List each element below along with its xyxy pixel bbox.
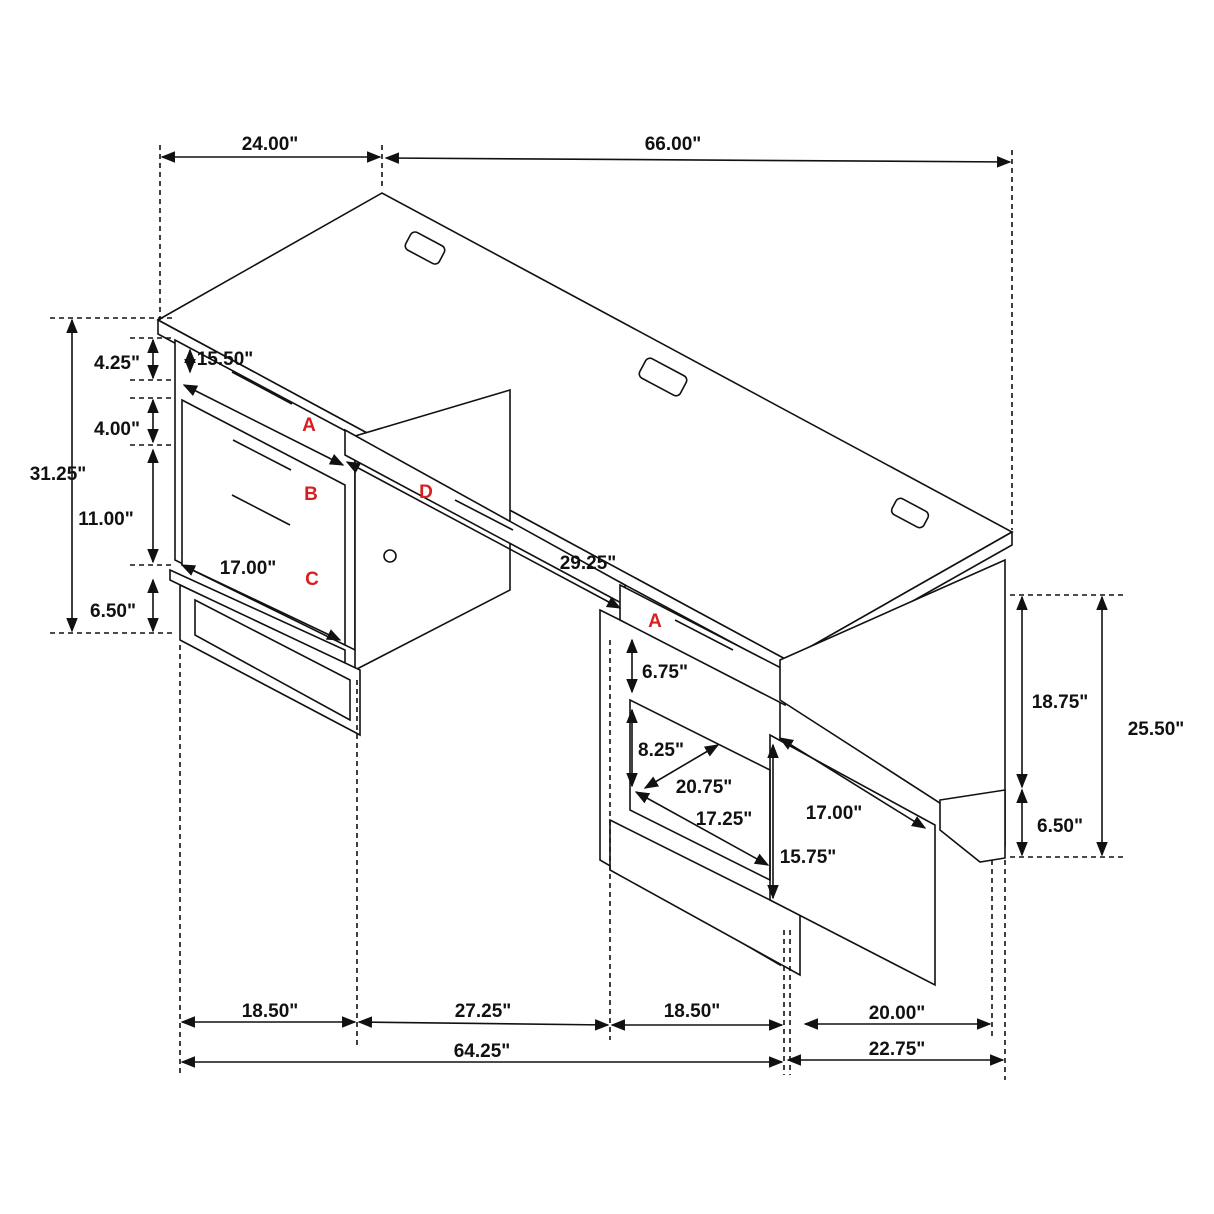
dim-drawer-d-width: 29.25" xyxy=(560,553,617,574)
cable-grommet xyxy=(404,231,446,265)
right-return-base xyxy=(939,789,1006,863)
dim-top-drawer-height: 4.25" xyxy=(94,353,140,374)
dim-shelf-width: 20.75" xyxy=(676,777,733,798)
drawer-labels: A B D C A xyxy=(302,415,662,632)
dim-overall-height: 31.25" xyxy=(30,464,87,485)
cable-grommet xyxy=(890,497,930,529)
drawer-label-a-right: A xyxy=(648,611,662,632)
dim-right-base-height: 6.50" xyxy=(1037,816,1083,837)
dim-top-drawer-depth: 15.50" xyxy=(197,349,254,370)
drawer-label-b: B xyxy=(304,484,318,505)
dim-shelf-depth: 17.25" xyxy=(696,809,753,830)
dim-overall-return-depth: 22.75" xyxy=(869,1039,926,1060)
dim-return-depth: 20.00" xyxy=(869,1003,926,1024)
cable-grommet xyxy=(638,357,688,397)
dim-door-width: 17.00" xyxy=(806,803,863,824)
dim-left-base-height: 6.50" xyxy=(90,601,136,622)
dim-kneehole-width: 27.25" xyxy=(455,1001,512,1022)
dimension-labels: 24.00" 66.00" 31.25" 4.25" 15.50" 4.00" … xyxy=(30,134,1185,1062)
dim-top-width: 66.00" xyxy=(645,134,702,155)
dim-drawer-c-height: 11.00" xyxy=(78,509,134,530)
dim-door-height: 15.75" xyxy=(780,847,837,868)
dim-right-cabinet-height: 18.75" xyxy=(1032,692,1089,713)
dim-drawer-b-height: 4.00" xyxy=(94,419,140,440)
dim-left-pedestal-width: 18.50" xyxy=(242,1001,299,1022)
dim-right-drawer-height: 6.75" xyxy=(642,662,688,683)
dim-right-pedestal-width: 18.50" xyxy=(664,1001,721,1022)
drawer-label-c: C xyxy=(305,569,319,590)
dim-top-depth: 24.00" xyxy=(242,134,299,155)
extension-lines xyxy=(50,145,1125,1080)
drawer-handle xyxy=(674,619,734,651)
drawer-label-a-left: A xyxy=(302,415,316,436)
dim-drawer-c-depth: 17.00" xyxy=(220,558,277,579)
dimension-arrows xyxy=(66,151,1108,1068)
dim-right-overall-height: 25.50" xyxy=(1128,719,1185,740)
dim-shelf-height: 8.25" xyxy=(638,740,684,761)
dim-base-length: 64.25" xyxy=(454,1041,511,1062)
drawer-label-d: D xyxy=(419,482,433,503)
